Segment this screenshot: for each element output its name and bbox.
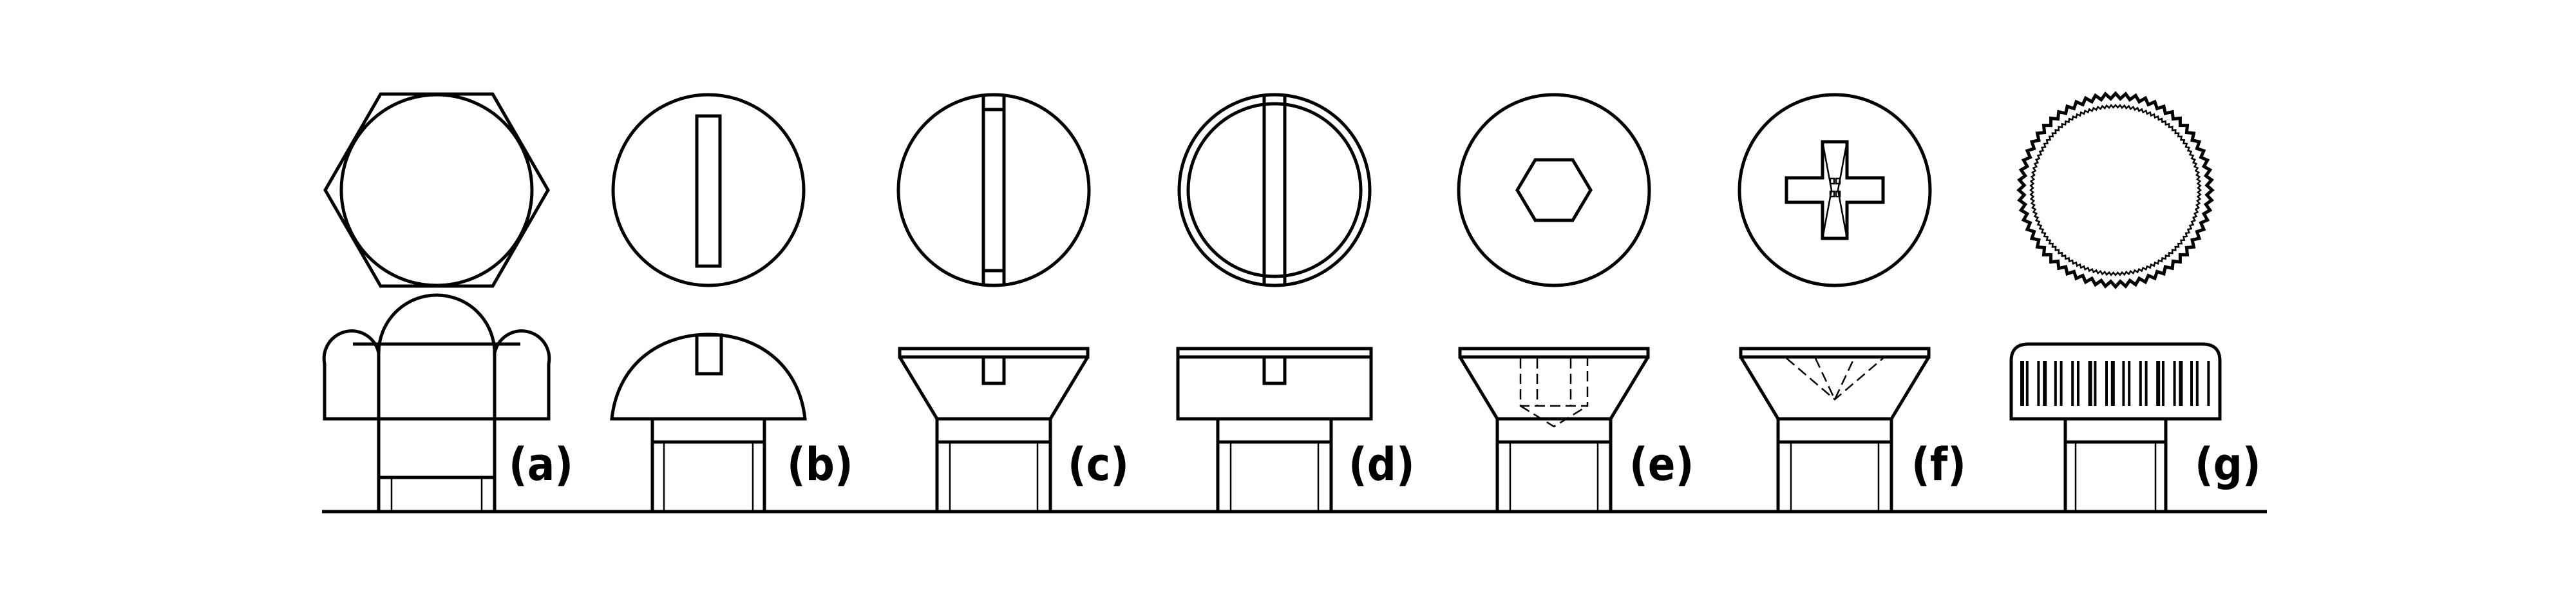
knurl-bar [2190, 361, 2193, 406]
knurl-bar [2043, 361, 2047, 406]
hexagon-outline [323, 92, 550, 288]
knurl-bar [2122, 361, 2125, 406]
knurl-bar [2071, 361, 2074, 406]
knurl-bar [2195, 361, 2199, 406]
inner-circle [1186, 102, 1363, 278]
knurl-bar [2094, 361, 2097, 406]
head-circle [1738, 93, 1932, 287]
hidden-socket-lines [1519, 358, 1589, 428]
slot [1262, 95, 1287, 285]
head-top-band [898, 347, 1090, 359]
cross-recess [1785, 140, 1885, 240]
slot-side [981, 357, 1006, 385]
figure-e-hex-socket [1457, 93, 1651, 514]
knurl-bar [2128, 361, 2131, 406]
knurl-bar [2025, 361, 2029, 406]
head-circle [611, 93, 806, 287]
figure-g-knurled-head [2009, 91, 2222, 514]
knurl-bar [2037, 361, 2040, 406]
label-b: (b) [787, 438, 853, 491]
knurl-bar [2105, 361, 2108, 406]
figure-c-countersunk-slotted [896, 93, 1091, 514]
label-d: (d) [1349, 438, 1415, 491]
shank [377, 417, 497, 514]
figure-d-cheese-head [1176, 93, 1373, 514]
head-circle [1457, 93, 1651, 287]
countersunk-cone [1739, 356, 1931, 421]
dome-side-view [610, 332, 807, 421]
knurl-bar [2020, 361, 2024, 406]
slot-side [695, 333, 723, 376]
knurl-bar [2207, 361, 2210, 406]
head-top-band [1739, 347, 1931, 359]
hex-face-edges [353, 342, 520, 419]
figure-a-hex-head [322, 92, 551, 514]
cross-center-detail [1821, 141, 1848, 239]
knurl-bar [2162, 361, 2164, 406]
shank [2063, 417, 2168, 514]
knurl-bar [2139, 361, 2142, 406]
shank [935, 417, 1052, 514]
head-circle [896, 93, 1091, 287]
knurl-bar [2179, 361, 2183, 406]
hidden-recess-lines [1786, 358, 1884, 401]
slot-side [1262, 357, 1287, 385]
figure-b-round-head [610, 93, 807, 514]
figure-f-phillips [1738, 93, 1932, 514]
shank [1216, 417, 1333, 514]
slot [695, 114, 722, 268]
shank [1495, 417, 1613, 514]
slot [981, 95, 1006, 285]
head-top-band [1458, 347, 1650, 359]
hex-side-view [322, 293, 551, 421]
knurl-bar [2110, 361, 2115, 406]
knurl-bar [2060, 361, 2063, 406]
knurl-bar [2054, 361, 2057, 406]
shank [650, 417, 766, 514]
label-f: (f) [1911, 438, 1966, 491]
knurled-outline [2016, 91, 2215, 289]
knurl-bar [2088, 361, 2092, 406]
knurl-bar [2173, 361, 2176, 406]
hex-socket [1515, 158, 1593, 222]
knurl-bars [2020, 361, 2210, 406]
chamfer-circle [339, 93, 534, 287]
shank [1776, 417, 1893, 514]
head-circle [1177, 93, 1372, 287]
knurl-bar [2077, 361, 2079, 406]
knurl-bar [2145, 361, 2148, 406]
label-e: (e) [1629, 438, 1694, 491]
label-g: (g) [2195, 438, 2261, 491]
knurl-bar [2156, 361, 2161, 406]
countersunk-cone [1458, 356, 1650, 421]
knurled-inner-circle [2029, 104, 2202, 276]
label-a: (a) [509, 438, 573, 491]
label-c: (c) [1068, 438, 1129, 491]
countersunk-cone [898, 356, 1090, 421]
head-side [2009, 342, 2222, 421]
